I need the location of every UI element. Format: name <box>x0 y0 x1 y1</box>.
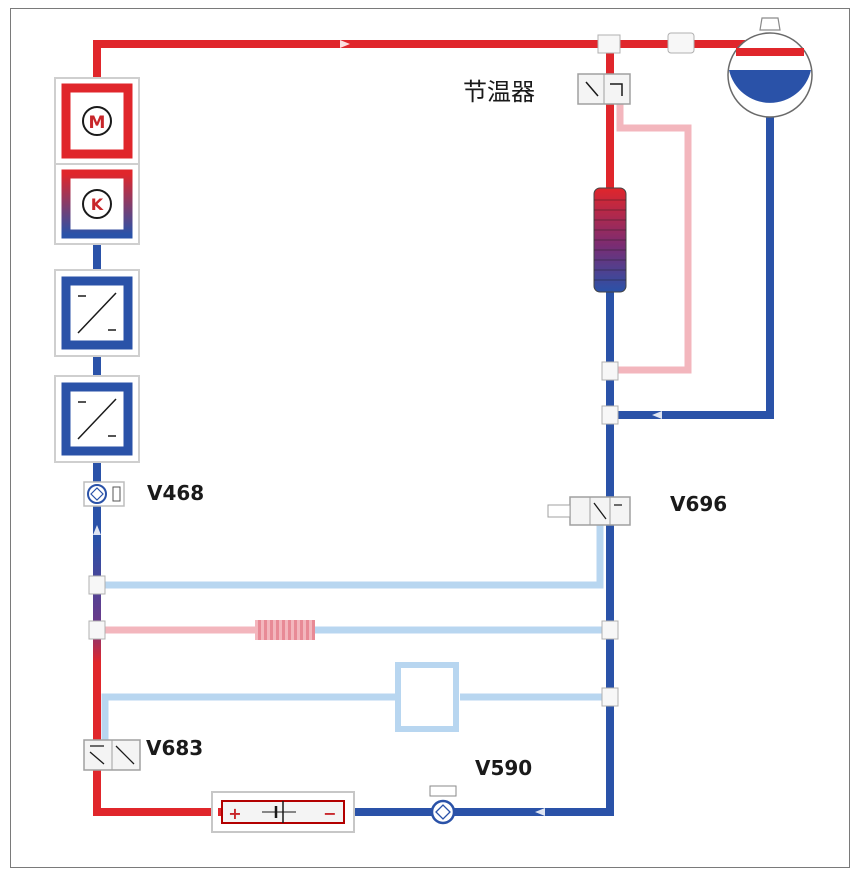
arrow-return <box>652 411 662 419</box>
battery-plus-symbol: + <box>228 804 241 823</box>
faint-blue-branch-top <box>97 520 604 589</box>
power-electronics-unit-1 <box>54 269 140 357</box>
motor-icon <box>82 106 112 136</box>
right-cold-pipe <box>350 290 614 816</box>
motor-unit: M <box>54 77 140 165</box>
arrow-left <box>93 525 101 535</box>
thermostat-valve <box>577 73 631 105</box>
top-hot-pipe <box>93 40 745 95</box>
inactive-pipes <box>97 102 692 752</box>
valve-v683-icon <box>89 745 135 765</box>
valve-v696 <box>547 496 631 526</box>
radiator-heater <box>593 187 627 293</box>
arrow-bottom <box>535 808 545 816</box>
converter-icon-1 <box>77 292 117 334</box>
left-lower-pipe <box>93 540 215 816</box>
faint-component-box <box>395 662 459 732</box>
junction-left-1 <box>88 575 106 595</box>
faint-blue-branch-bottom <box>101 693 610 752</box>
junction-right-4 <box>601 687 619 707</box>
thermostat-icon <box>585 81 623 97</box>
label-v696: V696 <box>670 492 727 516</box>
pump-v590-icon <box>430 799 456 825</box>
valve-v683 <box>83 739 141 771</box>
converter-icon-2 <box>77 398 117 440</box>
pump-v468 <box>83 481 125 507</box>
expansion-tank <box>727 17 813 118</box>
battery-minus-symbol: − <box>323 804 336 823</box>
label-v590: V590 <box>475 756 532 780</box>
arrow-top <box>340 40 350 48</box>
valve-v696-icon <box>593 502 622 520</box>
label-thermostat: 节温器 <box>463 78 535 106</box>
faint-heat-exchanger <box>255 620 315 640</box>
junction-right-1 <box>601 361 619 381</box>
junction-left-2 <box>88 620 106 640</box>
label-v683: V683 <box>146 736 203 760</box>
sensor-top <box>667 32 695 54</box>
high-voltage-battery: + − <box>211 791 355 833</box>
compressor-icon <box>82 189 112 219</box>
pump-v590 <box>429 785 457 825</box>
expansion-tank-return-pipe <box>612 100 774 419</box>
label-v468: V468 <box>147 481 204 505</box>
junction-top <box>597 34 621 54</box>
motor-symbol: M <box>89 113 106 133</box>
compressor-unit: K <box>54 163 140 245</box>
pump-v468-icon <box>87 484 107 504</box>
compressor-symbol: K <box>91 195 104 214</box>
faint-red-bypass-pipe <box>616 102 692 374</box>
power-electronics-unit-2 <box>54 375 140 463</box>
junction-right-2 <box>601 405 619 425</box>
flow-arrows <box>93 40 662 816</box>
junction-right-3 <box>601 620 619 640</box>
